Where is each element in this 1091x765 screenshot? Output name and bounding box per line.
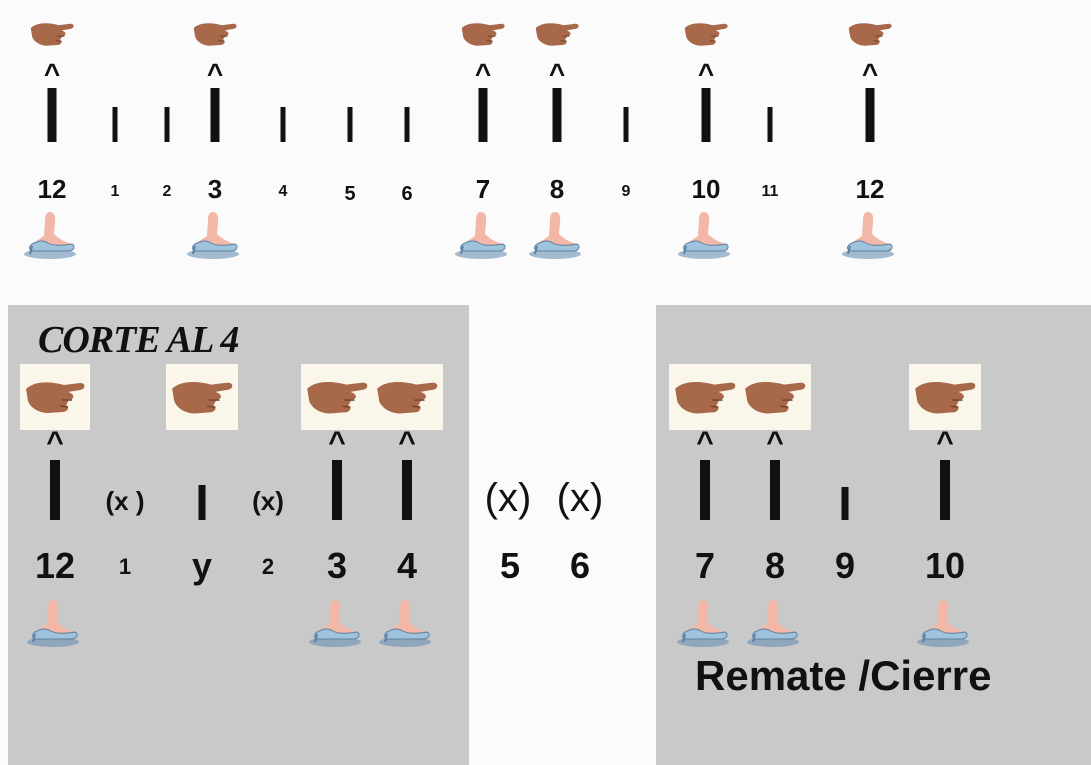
shoe-icon: [183, 208, 247, 262]
beat-number: 3: [326, 545, 348, 586]
weak-beat-bar: [404, 107, 410, 142]
strong-beat-bar: [865, 88, 875, 142]
beat-number: 11: [761, 183, 779, 200]
hand-icon: [680, 12, 732, 56]
shoe-icon: [838, 208, 902, 262]
beat-number: 9: [834, 545, 856, 586]
hand-icon: [301, 364, 373, 430]
beat-number: 4: [278, 183, 288, 200]
beat-number: 5: [344, 183, 356, 205]
accent-mark: ^: [697, 58, 715, 89]
beat-number: 7: [694, 545, 716, 586]
accent-mark: ^: [46, 426, 64, 459]
strong-beat-bar: [940, 460, 950, 520]
weak-beat-bar: [347, 107, 353, 142]
beat-number: 10: [691, 174, 721, 204]
accent-mark: ^: [398, 426, 416, 459]
accent-mark: ^: [936, 426, 954, 459]
shoe-icon: [743, 596, 807, 650]
corte-title: CORTE AL 4: [38, 319, 239, 361]
weak-beat-bar: [112, 107, 118, 142]
weak-beat-bar: [841, 487, 849, 520]
beat-number: 2: [162, 183, 172, 200]
weak-beat-bar: [280, 107, 286, 142]
hand-icon: [531, 12, 583, 56]
beat-number: 2: [261, 554, 275, 579]
beat-number: 1: [110, 183, 120, 200]
weak-beat-bar: [623, 107, 629, 142]
hand-icon: [669, 364, 741, 430]
x-mark: (x): [484, 476, 532, 520]
shoe-icon: [673, 596, 737, 650]
shoe-icon: [23, 596, 87, 650]
beat-number: 12: [37, 174, 67, 204]
strong-beat-bar: [47, 88, 57, 142]
accent-mark: ^: [474, 58, 492, 89]
weak-beat-bar: [164, 107, 170, 142]
shoe-icon: [674, 208, 738, 262]
hand-icon: [189, 12, 241, 56]
shoe-icon: [913, 596, 977, 650]
x-mark: (x): [556, 476, 604, 520]
x-mark: (x): [252, 486, 284, 516]
beat-number: y: [191, 545, 213, 586]
accent-mark: ^: [766, 426, 784, 459]
accent-mark: ^: [206, 58, 224, 89]
shoe-icon: [375, 596, 439, 650]
hand-icon: [844, 12, 896, 56]
beat-number: 4: [396, 545, 418, 586]
hand-icon: [739, 364, 811, 430]
beat-number: 8: [764, 545, 786, 586]
strong-beat-bar: [402, 460, 412, 520]
accent-mark: ^: [696, 426, 714, 459]
hand-icon: [457, 12, 509, 56]
remate-caption: Remate /Cierre: [695, 652, 992, 699]
shoe-icon: [305, 596, 369, 650]
hand-icon: [909, 364, 981, 430]
strong-beat-bar: [701, 88, 711, 142]
x-mark: (x ): [105, 486, 145, 516]
accent-mark: ^: [328, 426, 346, 459]
beat-number: 9: [621, 183, 631, 200]
strong-beat-bar: [552, 88, 562, 142]
accent-mark: ^: [861, 58, 879, 89]
strong-beat-bar: [700, 460, 710, 520]
beat-number: 1: [118, 554, 132, 579]
beat-number: 12: [855, 174, 885, 204]
weak-beat-bar: [767, 107, 773, 142]
strong-beat-bar: [50, 460, 60, 520]
beat-number: 8: [549, 174, 565, 204]
hand-icon: [166, 364, 238, 430]
hand-icon: [20, 364, 90, 430]
weak-beat-bar: [198, 485, 206, 520]
strong-beat-bar: [210, 88, 220, 142]
strong-beat-bar: [770, 460, 780, 520]
beat-number: 3: [207, 174, 223, 204]
beat-number: 5: [499, 545, 521, 586]
shoe-icon: [451, 208, 515, 262]
beat-number: 6: [401, 183, 413, 205]
beat-number: 7: [475, 174, 491, 204]
accent-mark: ^: [548, 58, 566, 89]
strong-beat-bar: [332, 460, 342, 520]
beat-number: 12: [34, 545, 76, 586]
strong-beat-bar: [478, 88, 488, 142]
hand-icon: [371, 364, 443, 430]
beat-number: 6: [569, 545, 591, 586]
hand-icon: [26, 12, 78, 56]
shoe-icon: [20, 208, 84, 262]
beat-number: 10: [924, 545, 966, 586]
shoe-icon: [525, 208, 589, 262]
accent-mark: ^: [43, 58, 61, 89]
